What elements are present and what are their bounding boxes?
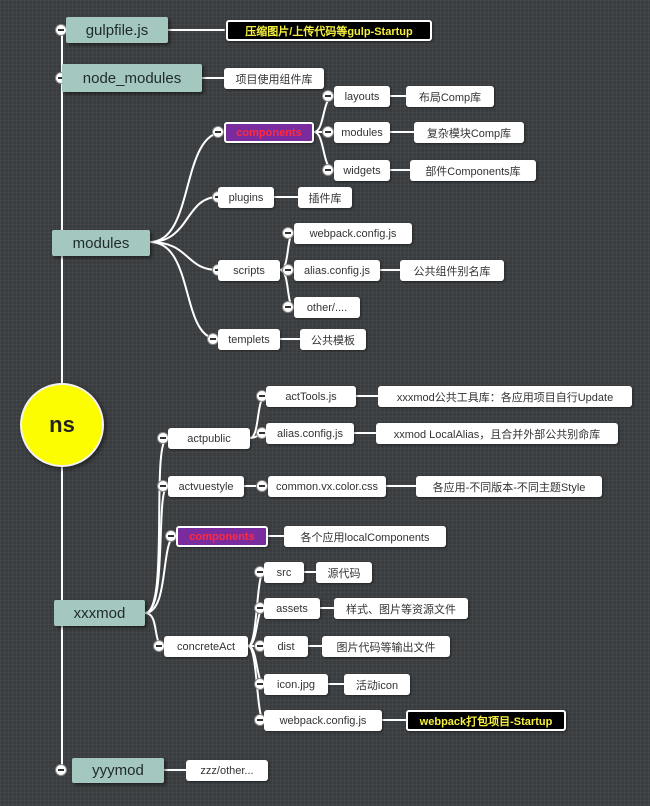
collapse-minus-icon[interactable] bbox=[256, 480, 268, 492]
note-src[interactable]: 源代码 bbox=[316, 562, 372, 583]
node-xxxmod-components[interactable]: components bbox=[176, 526, 268, 547]
collapse-minus-icon[interactable] bbox=[55, 764, 67, 776]
node-widgets[interactable]: widgets bbox=[334, 160, 390, 181]
node-modules-components[interactable]: components bbox=[224, 122, 314, 143]
node-concreteact[interactable]: concreteAct bbox=[164, 636, 248, 657]
node-alias-config[interactable]: alias.config.js bbox=[294, 260, 380, 281]
node-modules-sub[interactable]: modules bbox=[334, 122, 390, 143]
note-dist[interactable]: 图片代码等输出文件 bbox=[322, 636, 450, 657]
node-icon-jpg[interactable]: icon.jpg bbox=[264, 674, 328, 695]
note-layouts[interactable]: 布局Comp库 bbox=[406, 86, 494, 107]
node-layouts[interactable]: layouts bbox=[334, 86, 390, 107]
note-icon-jpg[interactable]: 活动icon bbox=[344, 674, 410, 695]
node-plugins[interactable]: plugins bbox=[218, 187, 274, 208]
node-act-webpack-config[interactable]: webpack.config.js bbox=[264, 710, 382, 731]
note-common-css[interactable]: 各应用-不同版本-不同主题Style bbox=[416, 476, 602, 497]
collapse-minus-icon[interactable] bbox=[212, 126, 224, 138]
collapse-minus-icon[interactable] bbox=[282, 227, 294, 239]
note-templets[interactable]: 公共模板 bbox=[300, 329, 366, 350]
node-xxxmod[interactable]: xxxmod bbox=[54, 600, 145, 626]
node-scripts[interactable]: scripts bbox=[218, 260, 280, 281]
collapse-minus-icon[interactable] bbox=[282, 264, 294, 276]
node-actvuestyle[interactable]: actvuestyle bbox=[168, 476, 244, 497]
note-acttools[interactable]: xxxmod公共工具库：各应用项目自行Update bbox=[378, 386, 632, 407]
note-plugins[interactable]: 插件库 bbox=[298, 187, 352, 208]
node-other[interactable]: other/.... bbox=[294, 297, 360, 318]
node-webpack-config[interactable]: webpack.config.js bbox=[294, 223, 412, 244]
collapse-minus-icon[interactable] bbox=[322, 90, 334, 102]
node-actpublic[interactable]: actpublic bbox=[168, 428, 250, 449]
node-templets[interactable]: templets bbox=[218, 329, 280, 350]
note-assets[interactable]: 样式、图片等资源文件 bbox=[334, 598, 468, 619]
note-act-webpack-config[interactable]: webpack打包项目-Startup bbox=[406, 710, 566, 731]
root-node-ns[interactable]: ns bbox=[20, 383, 104, 467]
node-act-alias-config[interactable]: alias.config.js bbox=[266, 423, 354, 444]
node-gulpfile[interactable]: gulpfile.js bbox=[66, 17, 168, 43]
node-common-css[interactable]: common.vx.color.css bbox=[268, 476, 386, 497]
collapse-minus-icon[interactable] bbox=[322, 164, 334, 176]
note-act-alias-config[interactable]: xxmod LocalAlias，且合并外部公共别命库 bbox=[376, 423, 618, 444]
note-modules-sub[interactable]: 复杂模块Comp库 bbox=[414, 122, 524, 143]
note-node-modules[interactable]: 项目使用组件库 bbox=[224, 68, 324, 89]
node-assets[interactable]: assets bbox=[264, 598, 320, 619]
node-dist[interactable]: dist bbox=[264, 636, 308, 657]
note-widgets[interactable]: 部件Components库 bbox=[410, 160, 536, 181]
node-modules[interactable]: modules bbox=[52, 230, 150, 256]
node-src[interactable]: src bbox=[264, 562, 304, 583]
node-yyymod[interactable]: yyymod bbox=[72, 758, 164, 783]
note-xxxmod-components[interactable]: 各个应用localComponents bbox=[284, 526, 446, 547]
note-yyymod[interactable]: zzz/other... bbox=[186, 760, 268, 781]
note-alias-config[interactable]: 公共组件别名库 bbox=[400, 260, 504, 281]
collapse-minus-icon[interactable] bbox=[282, 301, 294, 313]
node-acttools[interactable]: actTools.js bbox=[266, 386, 356, 407]
collapse-minus-icon[interactable] bbox=[322, 126, 334, 138]
note-gulpfile[interactable]: 压缩图片/上传代码等gulp-Startup bbox=[226, 20, 432, 41]
node-node-modules[interactable]: node_modules bbox=[62, 64, 202, 92]
